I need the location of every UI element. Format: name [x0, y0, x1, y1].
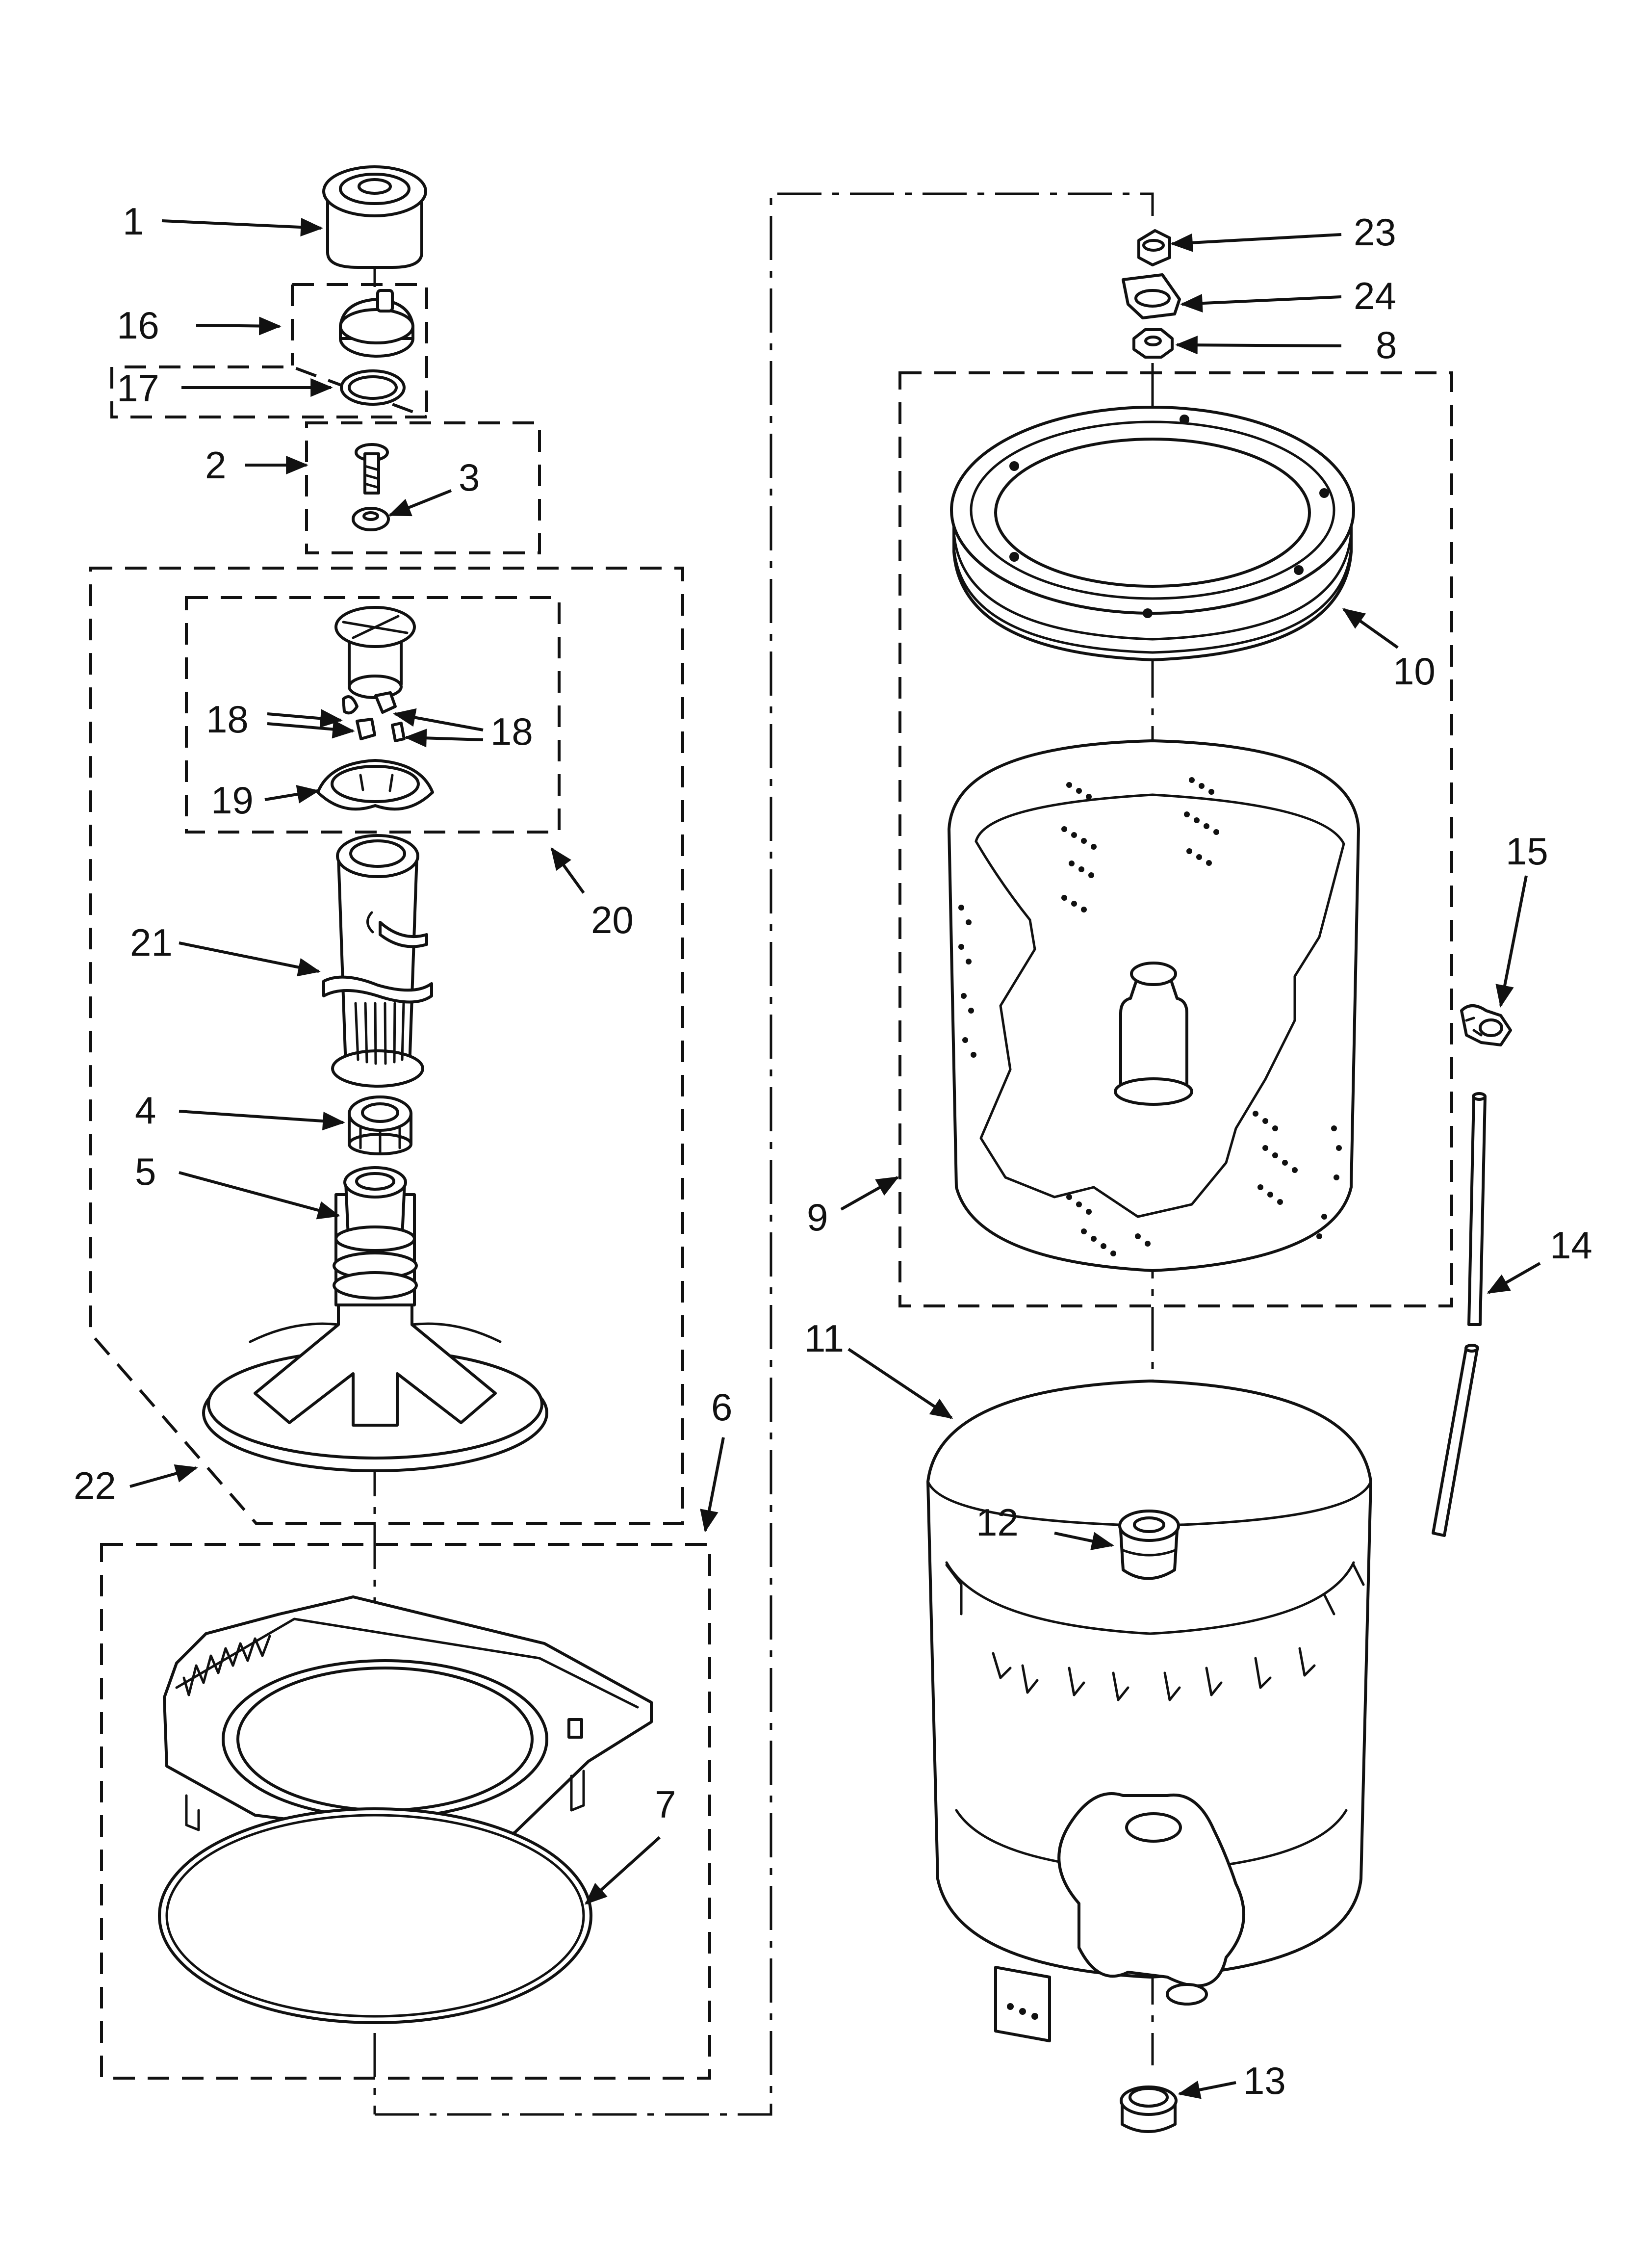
- callout-11: 11: [804, 1317, 844, 1360]
- part-5-agitator-shaft: [333, 1166, 418, 1306]
- callout-5: 5: [135, 1150, 156, 1193]
- part-13-drain-plug: [1120, 2086, 1178, 2133]
- callout-23: 23: [1354, 210, 1396, 254]
- callout-8: 8: [1376, 323, 1397, 366]
- callout-24: 24: [1354, 274, 1396, 317]
- callout-15: 15: [1506, 830, 1548, 873]
- part-4-spline-ring: [348, 1095, 412, 1155]
- callout-arrows: [129, 218, 1541, 2099]
- part-18-dogs: [342, 691, 406, 742]
- callout-14: 14: [1550, 1224, 1592, 1267]
- part-17-o-ring: [340, 369, 406, 406]
- part-3-washer: [352, 507, 390, 531]
- callout-18-left: 18: [206, 698, 249, 741]
- group-box-6: [100, 1543, 711, 2080]
- callout-17: 17: [117, 366, 159, 410]
- part-10-balance-ring: [950, 406, 1355, 661]
- callout-1: 1: [123, 200, 144, 243]
- group-box-9: [898, 371, 1453, 1307]
- part-6-tub-ring: [163, 1595, 653, 1878]
- group-box-2-3: [305, 421, 541, 554]
- part-7-seal-ring: [158, 1807, 592, 2024]
- group-box-22: [89, 567, 684, 1525]
- connector-chain-line: [375, 192, 1154, 2116]
- part-2-bolt: [355, 443, 389, 495]
- callout-3: 3: [459, 456, 480, 499]
- callout-2: 2: [205, 443, 226, 487]
- part-9-spin-basket: [948, 739, 1360, 1272]
- part-11-outer-tub: [926, 1380, 1372, 2042]
- callout-18-right: 18: [490, 710, 533, 753]
- callout-12: 12: [976, 1501, 1019, 1544]
- callout-21: 21: [130, 921, 173, 964]
- part-14-hose: [1432, 1092, 1487, 1537]
- callout-6: 6: [711, 1385, 732, 1429]
- part-15-hose-clamp: [1460, 1004, 1512, 1046]
- part-1-agitator-cap: [322, 165, 427, 269]
- callout-13: 13: [1243, 2059, 1286, 2102]
- callout-20: 20: [591, 898, 634, 941]
- part-22-agitator-base: [202, 1303, 548, 1472]
- part-20-cam-drive: [334, 606, 416, 699]
- basket-perforations: [958, 777, 1342, 1256]
- callout-7: 7: [655, 1783, 676, 1826]
- group-box-20: [185, 596, 561, 834]
- part-24-nut-retainer: [1122, 273, 1181, 319]
- callout-16: 16: [117, 304, 159, 347]
- callout-4: 4: [135, 1089, 156, 1132]
- part-12-bushing: [1118, 1510, 1180, 1580]
- part-21-agitator-barrel: [322, 834, 433, 1088]
- callout-19: 19: [211, 779, 254, 822]
- part-8-spanner-nut: [1132, 328, 1174, 359]
- part-16-inner-cap: [339, 289, 414, 358]
- callout-10: 10: [1393, 650, 1436, 693]
- group-box-16: [110, 283, 428, 418]
- callout-9: 9: [807, 1196, 828, 1239]
- callout-22: 22: [74, 1464, 116, 1507]
- part-19-guide: [316, 759, 434, 811]
- part-23-clip: [1137, 229, 1171, 266]
